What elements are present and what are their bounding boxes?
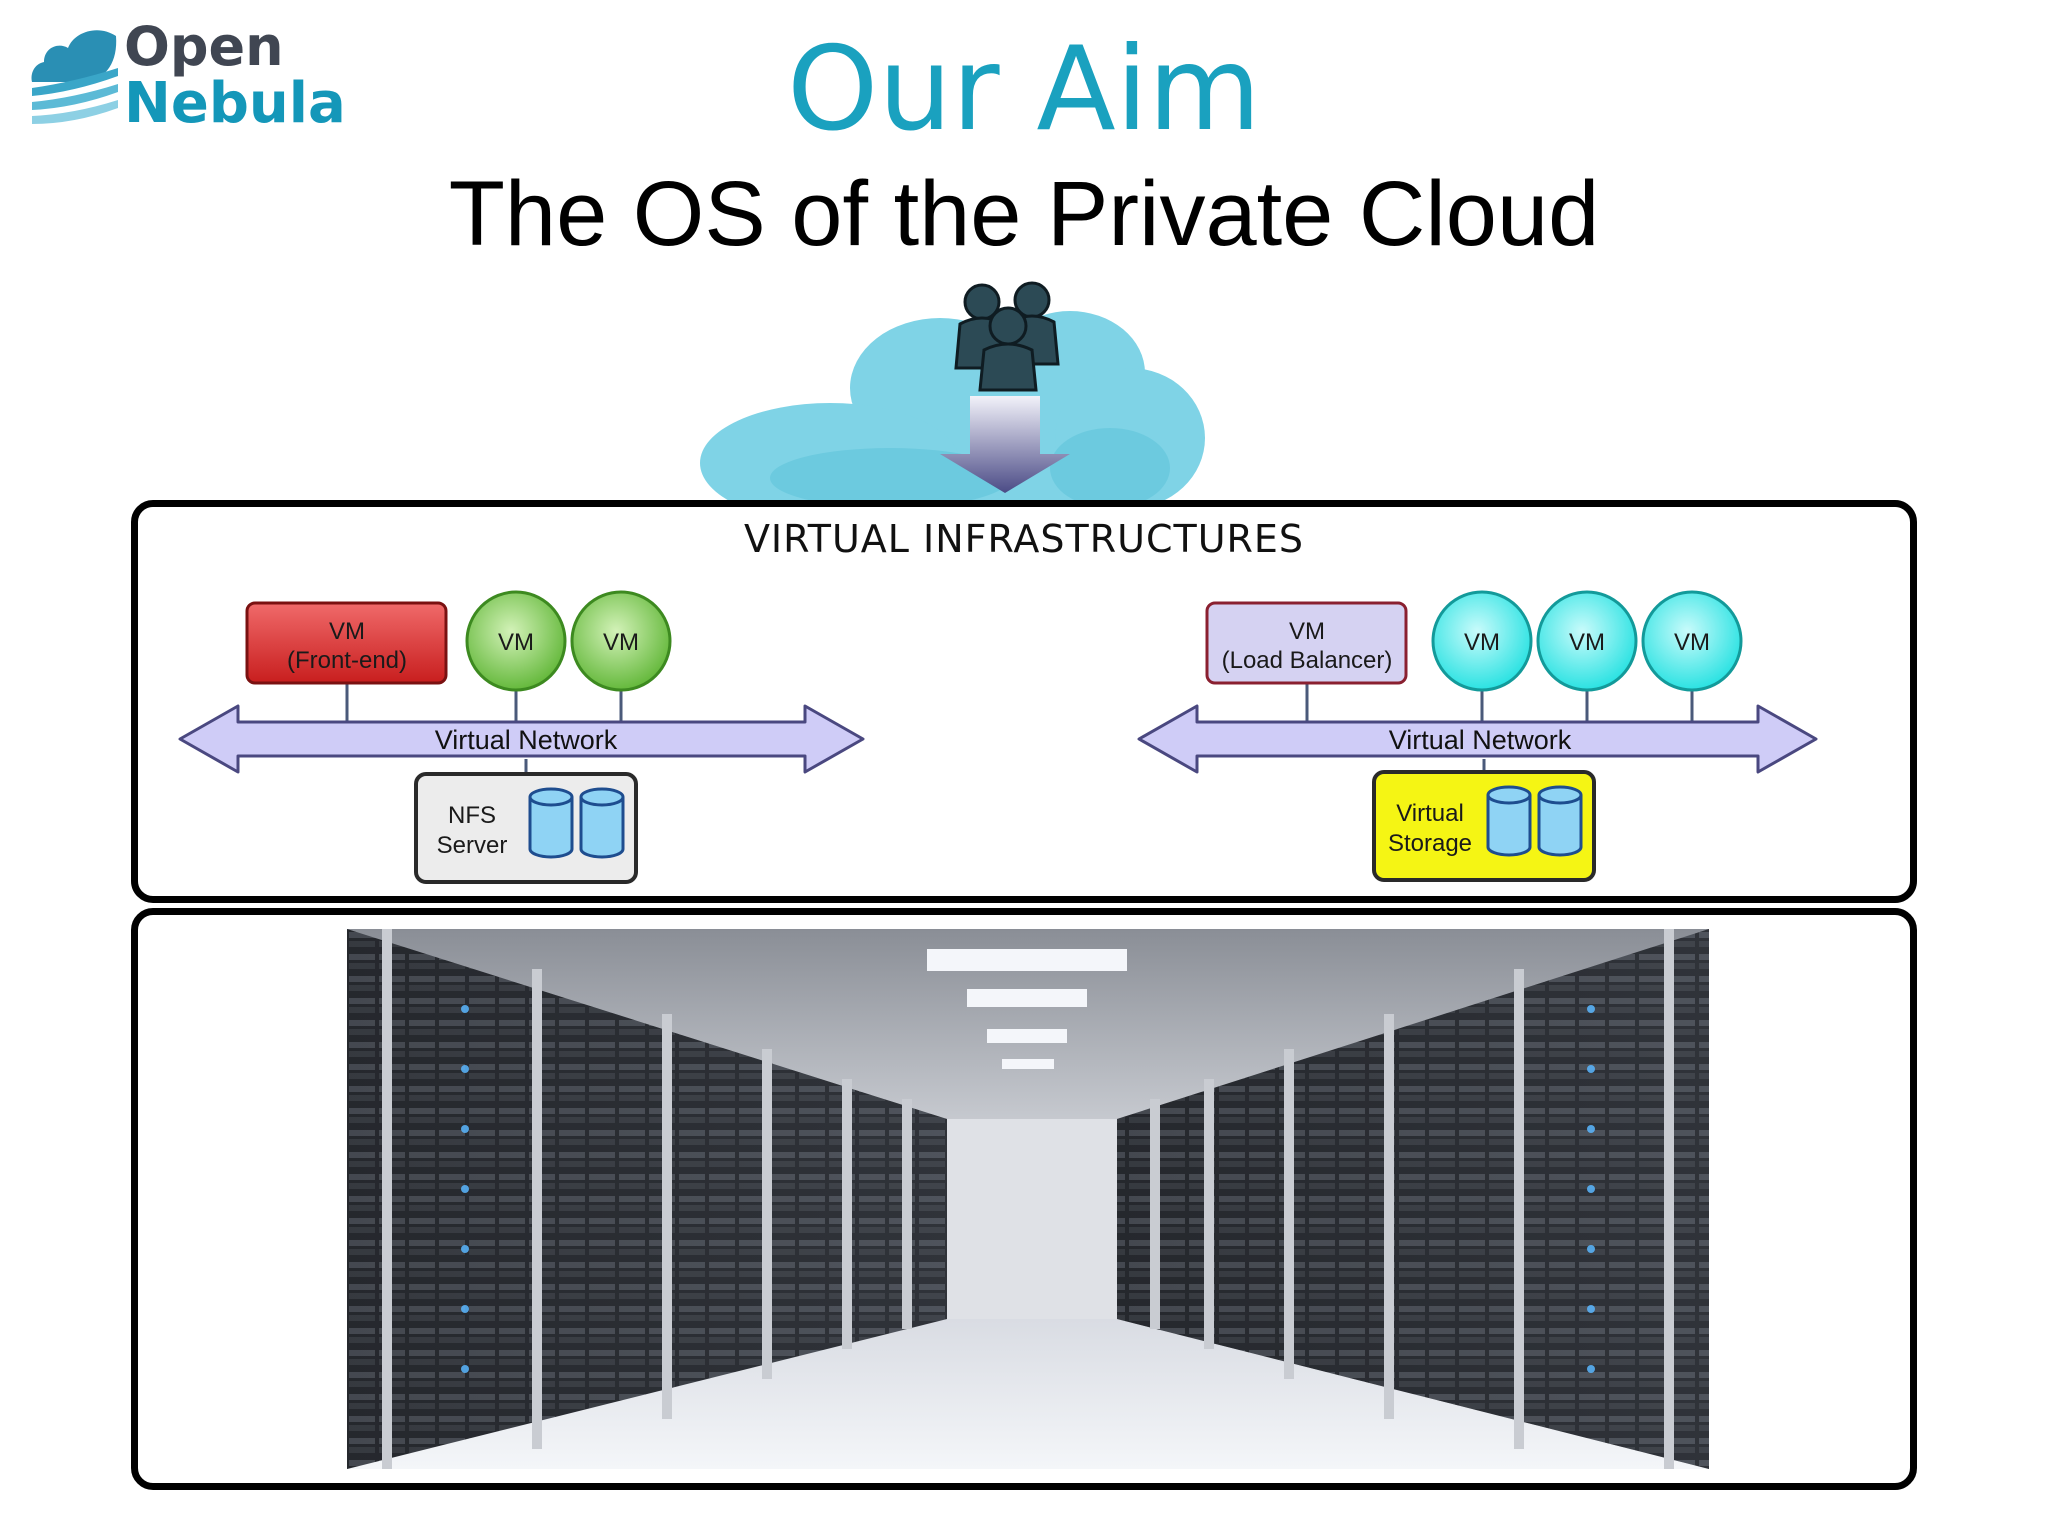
nfs-server-node: NFS Server [414,772,638,884]
vm-node: VM [570,590,672,692]
database-icon [528,787,574,859]
vm-label: VM [603,629,639,656]
virtual-infrastructures-label: VIRTUAL INFRASTRUCTURES [743,517,1305,561]
slide-subtitle: The OS of the Private Cloud [448,163,1600,265]
vm-frontend-node: VM (Front-end) [245,601,448,685]
virtual-network-arrow [178,704,865,774]
vm-node: VM [465,590,567,692]
vm-node: VM [1641,590,1743,692]
server-rack-icon [347,929,947,1469]
down-arrow-icon [940,396,1070,493]
cloud-users-graphic [700,281,1205,503]
vm-node: VM [1536,590,1638,692]
database-icon [1537,785,1583,857]
vm-load-balancer-title: VM [1289,618,1325,645]
vm-label: VM [1464,629,1500,656]
vm-frontend-subtitle: (Front-end) [287,647,407,674]
vm-label: VM [498,629,534,656]
virtual-infrastructures-panel: VIRTUAL INFRASTRUCTURES Virtual Netwo [131,500,1917,903]
cloud-logo-icon [31,30,118,124]
users-icon [954,281,1060,392]
virtual-network-diagram: Virtual Network VM (Front-end) VM VM NFS… [178,590,1818,884]
logo-text-open: Open [124,15,284,78]
opennebula-logo: Open Nebula [28,18,358,133]
virtual-storage-line2: Storage [1388,830,1472,857]
slide-title: Our Aim [787,22,1261,157]
nfs-server-line2: Server [437,832,508,859]
logo-text-nebula: Nebula [124,71,346,136]
virtual-storage-line1: Virtual [1396,800,1464,827]
back-wall [947,1119,1117,1319]
database-icon [579,787,625,859]
rack-status-lights [461,1005,1595,1373]
vm-load-balancer-node: VM (Load Balancer) [1205,601,1408,685]
datacenter-photo [347,929,1709,1469]
vm-label: VM [1569,629,1605,656]
vm-load-balancer-subtitle: (Load Balancer) [1222,647,1393,674]
cloud-shading [770,428,1170,503]
vm-node: VM [1431,590,1533,692]
vm-label: VM [1674,629,1710,656]
virtual-network-arrow [1137,704,1818,774]
left-infrastructure: Virtual Network VM (Front-end) VM VM NFS… [178,590,865,884]
nfs-server-line1: NFS [448,802,496,829]
virtual-network-label: Virtual Network [1389,725,1572,755]
vm-frontend-title: VM [329,618,365,645]
virtual-network-label: Virtual Network [435,725,618,755]
database-icon [1486,785,1532,857]
server-rack-icon [1117,929,1709,1469]
right-infrastructure: Virtual Network VM (Load Balancer) VM VM… [1137,590,1818,882]
ceiling-lights [927,949,1127,1069]
virtual-storage-node: Virtual Storage [1372,770,1596,882]
